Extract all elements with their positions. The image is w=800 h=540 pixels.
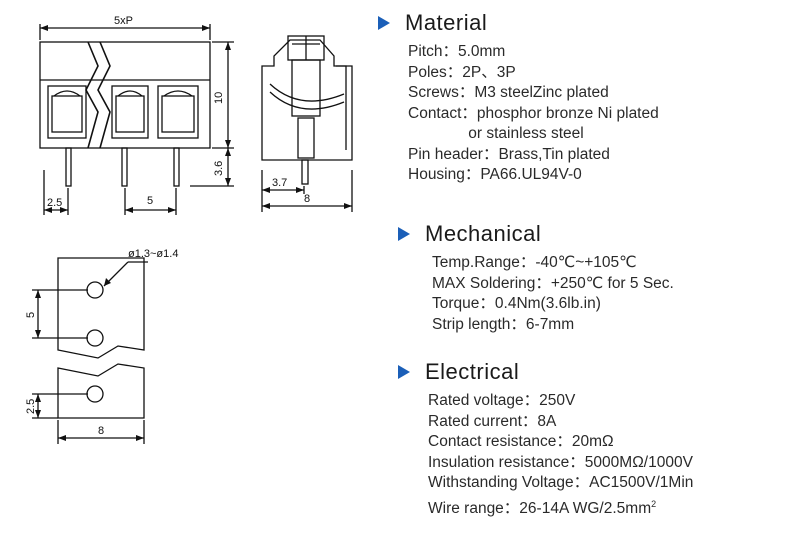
triangle-bullet-icon <box>398 227 410 241</box>
spec-line: Strip length：6-7mm <box>432 315 575 333</box>
technical-drawings: 5xP 10 3.6 2.5 5 3.7 8 ø1.3~ø1.4 5 2.5 8 <box>25 15 353 444</box>
spec-line: Insulation resistance：5000MΩ/1000V <box>428 453 693 471</box>
dim-front-width: 5xP <box>114 15 133 27</box>
spec-line: Rated voltage：250V <box>428 392 576 409</box>
dim-pitch: 5 <box>147 195 153 207</box>
spec-line: Torque：0.4Nm(3.6lb.in) <box>432 295 601 312</box>
dim-side-width: 8 <box>304 193 310 205</box>
spec-line: Temp.Range：-40℃~+105℃ <box>432 254 637 271</box>
triangle-bullet-icon <box>378 16 390 30</box>
mechanical-title: Mechanical <box>425 221 542 246</box>
spec-line: MAX Soldering：+250℃ for 5 Sec. <box>432 274 674 292</box>
electrical-section: Electrical Rated voltage：250V Rated curr… <box>398 357 693 519</box>
pcb-footprint <box>32 257 148 444</box>
spec-line: Contact：phosphor bronze Ni plated <box>408 104 659 122</box>
dim-arrows <box>35 25 352 441</box>
triangle-bullet-icon <box>398 365 410 379</box>
spec-line: Screws：M3 steelZinc plated <box>408 84 609 101</box>
dim-hole-diameter: ø1.3~ø1.4 <box>128 248 178 260</box>
spec-line: or stainless steel <box>408 125 584 142</box>
dim-front-height: 10 <box>213 92 225 104</box>
dim-pcb-pitch: 5 <box>25 312 37 318</box>
spec-line-wire-range: Wire range：26-14A WG/2.5mm2 <box>428 494 693 520</box>
spec-line: Pitch：5.0mm <box>408 43 506 60</box>
material-title: Material <box>405 10 488 35</box>
dim-pin-length: 3.6 <box>213 161 225 176</box>
spec-line: Withstanding Voltage：AC1500V/1Min <box>428 474 694 491</box>
spec-line: Pin header：Brass,Tin plated <box>408 145 610 163</box>
electrical-title: Electrical <box>425 359 520 384</box>
spec-line: Contact resistance：20mΩ <box>428 433 614 450</box>
dim-pcb-width: 8 <box>98 425 104 437</box>
spec-line: Housing：PA66.UL94V-0 <box>408 166 582 183</box>
wire-range-sup: 2 <box>651 498 657 509</box>
spec-line: Rated current：8A <box>428 412 557 430</box>
spec-line: Poles：2P、3P <box>408 63 516 81</box>
mechanical-section: Mechanical Temp.Range：-40℃~+105℃ MAX Sol… <box>398 219 674 335</box>
dim-edge-offset: 2.5 <box>47 197 62 209</box>
dim-pcb-edge: 2.5 <box>25 399 37 414</box>
wire-range-text: Wire range：26-14A WG/2.5mm <box>428 499 652 517</box>
material-section: Material Pitch：5.0mm Poles：2P、3P Screws：… <box>378 8 659 186</box>
dim-side-offset: 3.7 <box>272 177 287 189</box>
front-view <box>39 24 234 215</box>
